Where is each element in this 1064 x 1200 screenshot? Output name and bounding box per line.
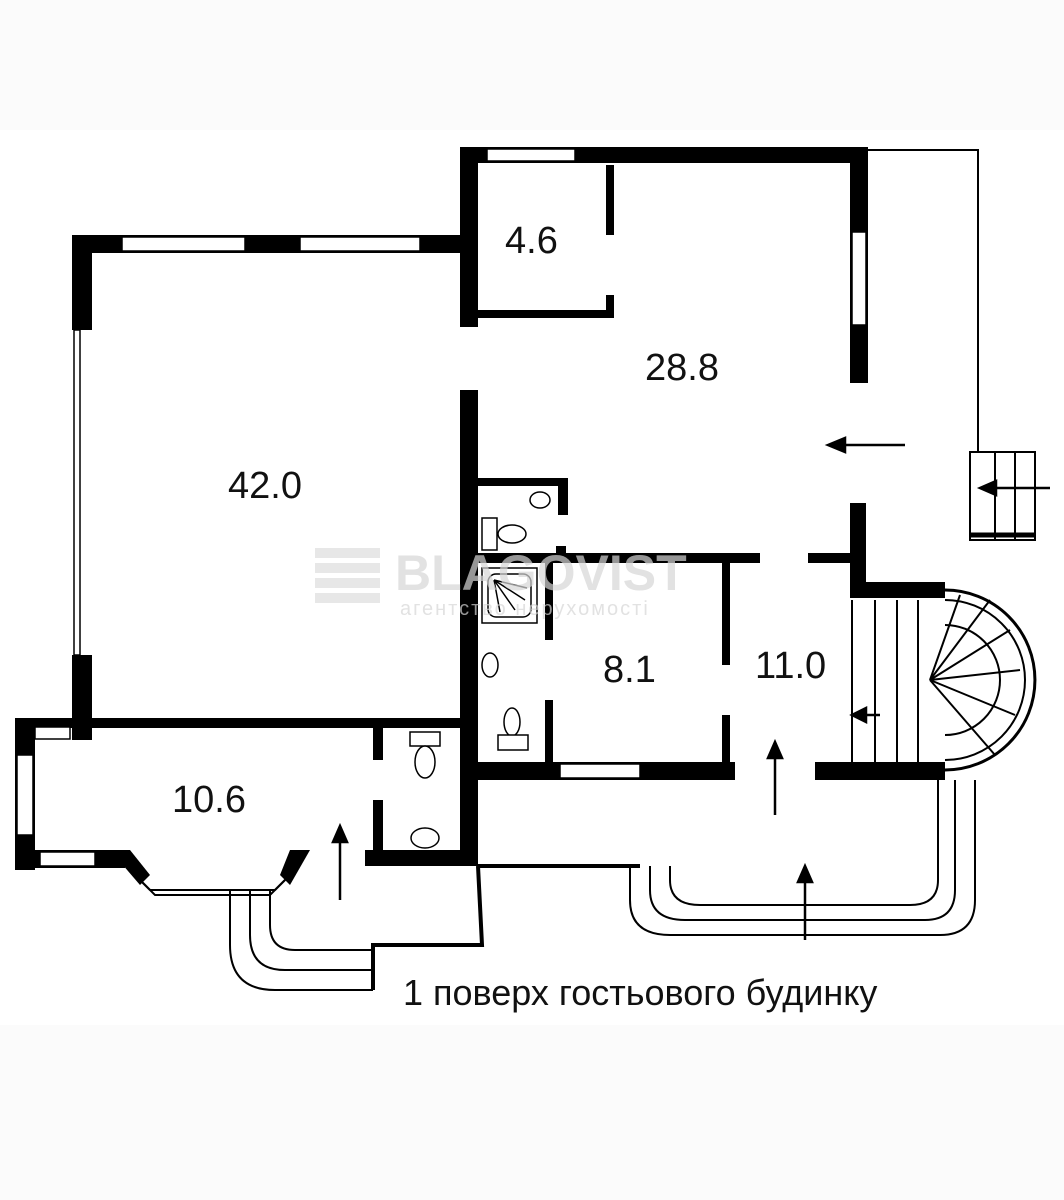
room-area-28-8: 28.8 — [645, 347, 719, 389]
watermark-logo-icon — [315, 548, 380, 603]
toilet-icon — [481, 517, 527, 551]
entry-arrows — [331, 436, 1050, 940]
arrow-left-icon — [976, 479, 1050, 497]
sink-icon — [481, 652, 499, 678]
arrow-up-icon — [796, 862, 814, 940]
arrow-up-icon — [766, 738, 784, 815]
outlines — [129, 149, 1037, 991]
room-area-42-0: 42.0 — [228, 465, 302, 507]
room-area-10-6: 10.6 — [172, 779, 246, 821]
fixtures — [409, 491, 551, 849]
sink-icon — [410, 827, 440, 849]
room-area-8-1: 8.1 — [603, 649, 656, 691]
sink-icon — [529, 491, 551, 509]
arrow-up-icon — [331, 822, 349, 900]
toilet-icon — [409, 731, 441, 779]
watermark-tagline: агентство нерухомості — [400, 598, 650, 620]
bottom-margin — [0, 1025, 1064, 1200]
windows — [16, 148, 867, 867]
watermark: BLAGOVIST агентство нерухомості — [315, 545, 687, 620]
floor-caption: 1 поверх гостьового будинку — [403, 972, 877, 1013]
watermark-brand: BLAGOVIST — [395, 545, 687, 601]
top-margin — [0, 0, 1064, 130]
room-area-11-0: 11.0 — [755, 645, 826, 687]
arrow-left-icon — [824, 436, 905, 454]
room-labels: 4.6 28.8 42.0 8.1 11.0 10.6 — [172, 220, 826, 821]
toilet-icon — [497, 707, 529, 751]
arrow-left-icon — [849, 705, 880, 725]
walls — [15, 147, 945, 885]
shower-icon — [481, 567, 538, 624]
room-area-4-6: 4.6 — [505, 220, 558, 262]
